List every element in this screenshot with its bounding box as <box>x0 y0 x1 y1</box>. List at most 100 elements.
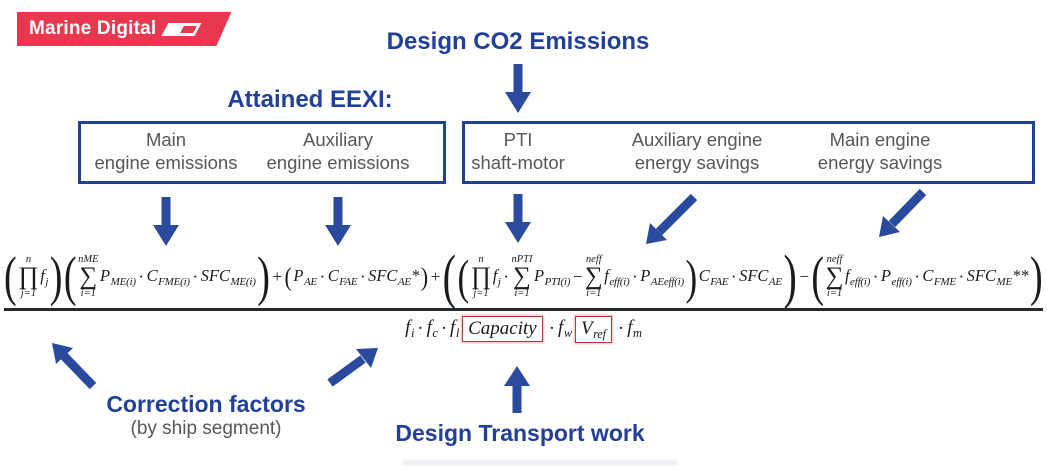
label-line: Main <box>145 129 187 150</box>
pti-shaft-motor-label: PTI shaft-motor <box>471 129 565 175</box>
middot: · <box>632 267 638 286</box>
label-line: shaft-motor <box>471 151 565 173</box>
sum-operator: neff∑i=1 <box>825 253 844 299</box>
minus-sign: − <box>799 267 809 286</box>
paren-open: ( <box>4 246 17 308</box>
main-engine-energy-savings-label: Main engine energy savings <box>818 129 942 175</box>
arrow-correction-left-up <box>52 343 97 390</box>
sum-operator: neff∑i=1 <box>584 253 603 299</box>
middot: · <box>192 267 199 286</box>
middot: · <box>548 318 556 340</box>
vref-highlight-box: Vref <box>574 315 612 344</box>
var-fj: fj <box>492 266 501 288</box>
label-line: engine emissions <box>94 151 238 173</box>
arrow-main-emissions-down <box>153 197 179 246</box>
eexi-formula: ( n∏j=1 fj ) ( nME∑i=1 PME(i) · CFME(i) … <box>4 246 1043 344</box>
middot: · <box>417 318 424 340</box>
var-P-PTI: PPTI(i) <box>533 266 571 288</box>
var-fw: fw <box>558 317 572 341</box>
sum-operator: nPTI∑i=1 <box>511 253 533 299</box>
product-operator: n∏j=1 <box>470 253 492 299</box>
transport-work-heading: Design Transport work <box>395 420 645 446</box>
middot: · <box>503 267 509 286</box>
middot: · <box>958 267 965 286</box>
capacity-highlight-box: Capacity <box>462 316 543 343</box>
var-C-FAE: CFAE <box>698 266 729 288</box>
var-SFC-AE: SFCAE* <box>368 266 420 288</box>
arrow-transport-work-up <box>504 366 530 413</box>
var-vref: Vref <box>580 317 606 341</box>
formula-numerator: ( n∏j=1 fj ) ( nME∑i=1 PME(i) · CFME(i) … <box>4 246 1043 308</box>
attained-eexi-heading: Attained EEXI: <box>227 86 393 113</box>
emissions-box <box>78 121 446 184</box>
var-fl: fl <box>450 317 460 341</box>
paren-close: ) <box>420 261 429 292</box>
var-P-ME: PME(i) <box>100 266 136 288</box>
paren-close-inner: ) <box>685 249 698 305</box>
middot: · <box>138 267 145 286</box>
var-C-FME: CFME <box>922 266 956 288</box>
paren-open: ( <box>284 261 292 292</box>
marine-digital-logo: Marine Digital <box>17 12 232 46</box>
middot: · <box>872 267 879 286</box>
var-SFC-ME: SFCME(i) <box>200 266 256 288</box>
var-fi: fi <box>405 317 415 341</box>
var-fc: fc <box>426 317 438 341</box>
middot: · <box>319 267 326 286</box>
correction-factors-subtitle: (by ship segment) <box>130 418 282 439</box>
arrow-main-savings-diagonal <box>879 188 927 237</box>
middot: · <box>617 318 625 340</box>
var-f-eff: feff(i) <box>604 266 630 288</box>
design-co2-heading: Design CO2 Emissions <box>386 28 650 55</box>
var-f-eff: feff(i) <box>844 266 871 288</box>
formula-denominator: fi · fc · fl Capacity · fw Vref · fm <box>4 315 1043 344</box>
paren-open: ( <box>63 246 77 308</box>
label-line: engine emissions <box>266 151 410 173</box>
plus-sign: + <box>272 267 282 286</box>
middot: · <box>359 267 366 286</box>
var-fj: fj <box>40 266 49 288</box>
paren-close: ) <box>49 246 63 308</box>
label-line: energy savings <box>817 151 943 173</box>
label-line: Main engine <box>829 129 931 150</box>
var-P-eff: Peff(i) <box>880 266 912 288</box>
label-line: Auxiliary <box>303 129 373 150</box>
logo-text: Marine Digital <box>29 18 157 39</box>
label-line: Auxiliary engine <box>631 129 763 150</box>
arrow-pti-down <box>505 194 531 243</box>
var-C-FAE: CFAE <box>327 266 358 288</box>
arrow-aux-emissions-down <box>325 197 351 246</box>
label-line: PTI <box>503 129 533 150</box>
arrow-aux-savings-diagonal <box>646 193 698 244</box>
paren-close: ) <box>257 246 270 308</box>
savings-box <box>462 121 1035 184</box>
aux-engine-emissions-label: Auxiliary engine emissions <box>267 129 410 175</box>
paren-open-outer: ( <box>442 242 456 310</box>
var-P-AEeff: PAEeff(i) <box>640 266 685 288</box>
label-line: energy savings <box>634 151 760 173</box>
minus-sign: − <box>572 267 583 286</box>
var-SFC-AE: SFCAE <box>739 266 782 288</box>
arrow-design-co2-down <box>505 64 531 113</box>
var-P-AE: PAE <box>293 266 317 288</box>
var-SFC-ME: SFCME** <box>966 266 1029 288</box>
cropped-text-artifact <box>402 460 678 465</box>
var-capacity: Capacity <box>468 318 537 340</box>
aux-engine-energy-savings-label: Auxiliary engine energy savings <box>632 129 763 175</box>
sum-operator: nME∑i=1 <box>78 253 99 299</box>
arrow-correction-right-up <box>327 348 378 387</box>
plus-sign: + <box>430 267 441 286</box>
product-operator: n∏j=1 <box>18 253 39 299</box>
paren-close-outer: ) <box>783 242 797 310</box>
middot: · <box>914 267 920 286</box>
middot: · <box>440 318 448 340</box>
paren-close: ) <box>1029 246 1043 308</box>
flag-icon <box>161 22 203 36</box>
main-engine-emissions-label: Main engine emissions <box>95 129 238 175</box>
var-C-FME: CFME(i) <box>146 266 191 288</box>
middot: · <box>730 267 737 286</box>
fraction-line <box>4 308 1043 311</box>
paren-open: ( <box>811 246 825 308</box>
var-fm: fm <box>627 317 642 341</box>
